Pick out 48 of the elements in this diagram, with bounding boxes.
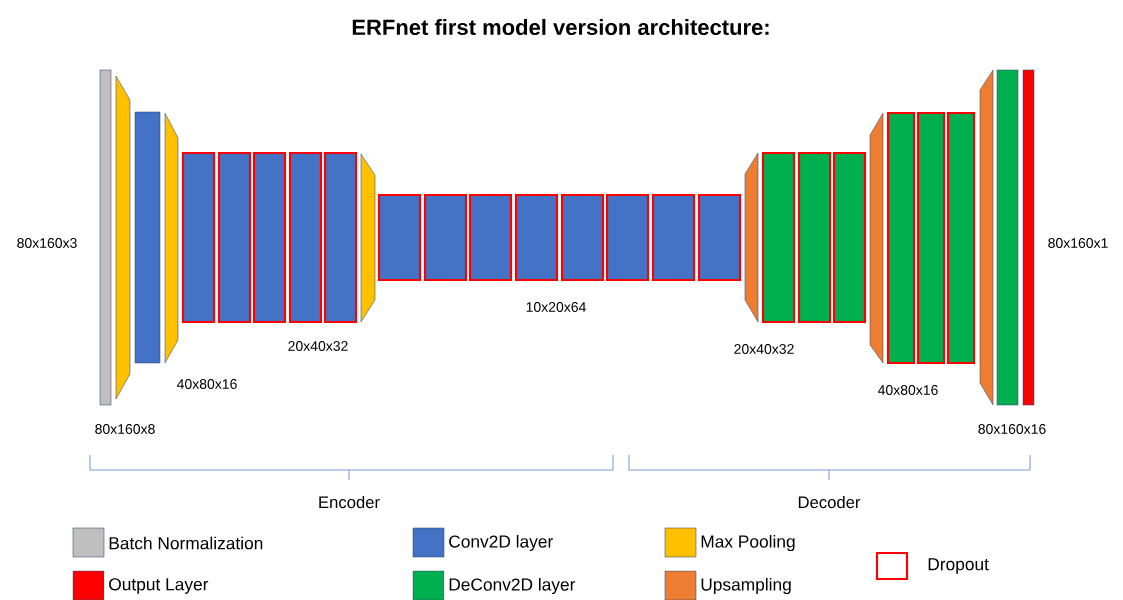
pooling-layer [360, 153, 376, 323]
dimension-label: 20x40x32 [288, 341, 348, 351]
dimension-label: 10x20x64 [526, 302, 586, 312]
dropout-layer [697, 193, 742, 282]
dropout-layer [605, 193, 650, 282]
dropout-layer [886, 111, 916, 365]
dropout-layer [323, 151, 358, 324]
legend-label: Conv2D layer [449, 534, 553, 552]
upsampling-layer [869, 112, 884, 364]
dropout-layer [252, 151, 287, 324]
dimension-label: 80x160x1 [1048, 238, 1108, 248]
layer-bar [1022, 69, 1035, 406]
dimension-label: 40x80x16 [877, 385, 938, 395]
legend-label: Dropout [928, 558, 989, 574]
layer-bar [996, 69, 1019, 406]
legend-label: Output Layer [109, 578, 209, 594]
dropout-layer [946, 111, 976, 365]
upsampling-layer [979, 69, 994, 406]
dimension-label: 80x160x16 [978, 424, 1046, 434]
dimension-label: 80x160x3 [17, 238, 77, 248]
layer-bar [134, 111, 161, 364]
dropout-layer [651, 193, 696, 282]
dropout-layer [468, 193, 513, 282]
dropout-layer [797, 151, 832, 324]
dropout-layer [560, 193, 605, 282]
dropout-layer [377, 193, 422, 282]
dropout-layer [423, 193, 468, 282]
dropout-layer [916, 111, 946, 365]
legend-label: Upsampling [701, 577, 791, 595]
dropout-layer [288, 151, 323, 324]
upsampling-layer [744, 152, 759, 323]
pooling-layer [164, 112, 179, 364]
section-label: Decoder [798, 495, 861, 509]
pooling-layer [115, 75, 131, 400]
layer-bar [99, 69, 112, 406]
dropout-layer [514, 193, 559, 282]
title: ERFnet first model version architecture: [352, 18, 769, 36]
dimension-label: 80x160x8 [95, 424, 155, 434]
dropout-layer [832, 151, 867, 324]
dimension-label: 20x40x32 [734, 344, 794, 354]
legend-label: Batch Normalization [109, 536, 263, 550]
legend-label: Max Pooling [701, 534, 795, 552]
dropout-layer [181, 151, 216, 324]
dimension-label: 40x80x16 [176, 379, 237, 389]
dropout-layer [217, 151, 252, 324]
section-label: Encoder [319, 495, 380, 509]
dropout-layer [761, 151, 796, 324]
legend-label: DeConv2D layer [449, 577, 576, 595]
